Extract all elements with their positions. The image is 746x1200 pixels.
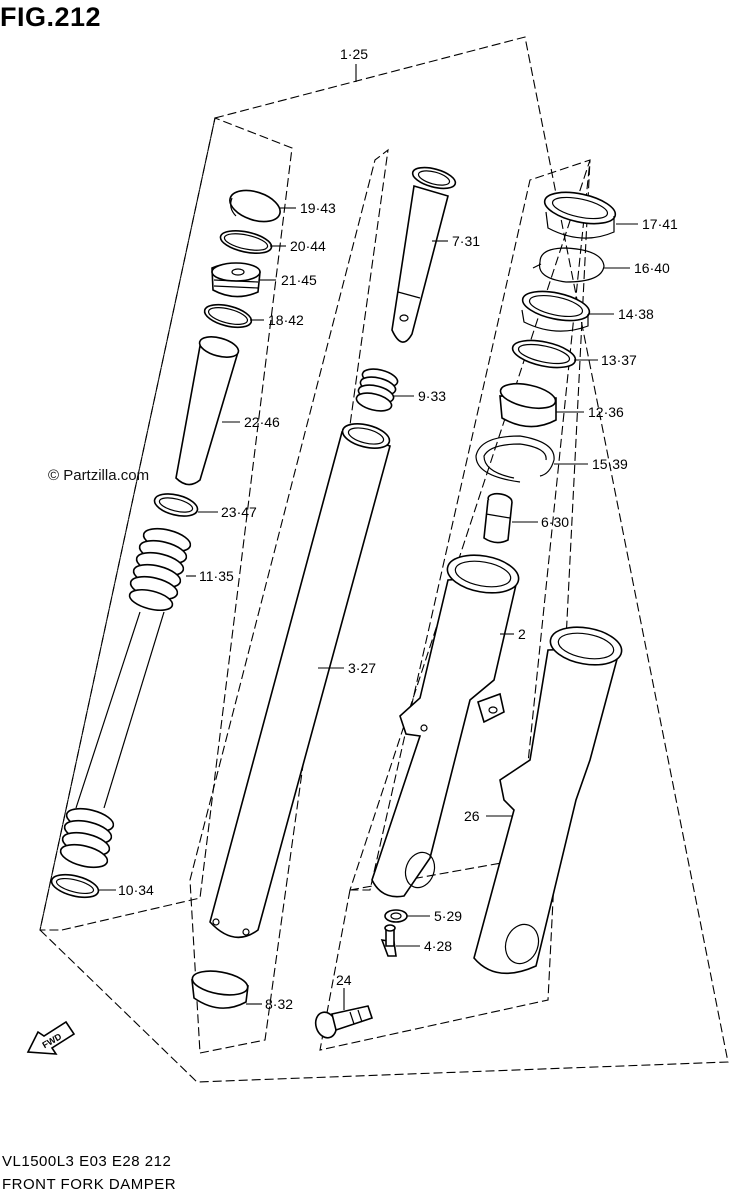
- callout-8: 8·32: [265, 996, 293, 1012]
- callout-22: 22·46: [244, 414, 280, 430]
- callout-12: 12·36: [588, 404, 624, 420]
- assembly-outline-damper: [189, 148, 389, 1054]
- part-10-ring[interactable]: [49, 870, 100, 901]
- diagram-title: FRONT FORK DAMPER: [2, 1176, 177, 1193]
- watermark: © Partzilla.com: [48, 467, 150, 484]
- part-22-spacer[interactable]: [175, 333, 241, 486]
- figure-title: FIG.212: [0, 2, 102, 32]
- part-3-inner-tube[interactable]: [209, 420, 392, 939]
- part-9-spring[interactable]: [355, 366, 400, 414]
- part-2-outer-tube[interactable]: [371, 550, 522, 898]
- callout-13: 13·37: [601, 352, 637, 368]
- assembly-outline-left: [39, 117, 293, 931]
- callout-26: 26: [464, 808, 480, 824]
- part-20-ring[interactable]: [218, 227, 273, 257]
- callout-4: 4·28: [424, 938, 452, 954]
- part-16-circlip[interactable]: [532, 247, 605, 283]
- callout-24: 24: [336, 972, 352, 988]
- part-21-bolt[interactable]: [211, 262, 261, 298]
- part-4-bolt[interactable]: [380, 924, 397, 957]
- part-8-bushing[interactable]: [191, 967, 250, 1009]
- callout-7: 7·31: [452, 233, 480, 249]
- callout-2: 2: [518, 626, 526, 642]
- callout-5: 5·29: [434, 908, 462, 924]
- callout-3: 3·27: [348, 660, 376, 676]
- part-23-washer[interactable]: [152, 490, 200, 520]
- part-17-dust-seal[interactable]: [542, 187, 618, 239]
- part-6-piece[interactable]: [483, 492, 513, 544]
- callout-10: 10·34: [118, 882, 154, 898]
- part-14-oil-seal[interactable]: [520, 286, 592, 332]
- part-26-outer-tube[interactable]: [473, 622, 625, 975]
- callout-6: 6·30: [541, 514, 569, 530]
- callout-14: 14·38: [618, 306, 654, 322]
- callout-18: 18·42: [268, 312, 304, 328]
- part-12-bushing[interactable]: [498, 379, 557, 428]
- part-19-cap[interactable]: [226, 185, 284, 228]
- part-11-spring[interactable]: [58, 524, 192, 871]
- fwd-arrow-icon: FWD: [26, 1020, 76, 1055]
- callout-16: 16·40: [634, 260, 670, 276]
- callout-23: 23·47: [221, 504, 257, 520]
- part-13-washer[interactable]: [510, 336, 578, 373]
- part-15-circlip[interactable]: [475, 435, 555, 483]
- assembly-outline-right: [349, 159, 591, 891]
- part-5-washer[interactable]: [384, 909, 408, 923]
- callout-19: 19·43: [300, 200, 336, 216]
- model-code: VL1500L3 E03 E28 212: [2, 1153, 172, 1170]
- assembly-outline-bottom: [319, 159, 591, 1051]
- callout-15: 15·39: [592, 456, 628, 472]
- part-24-bolt[interactable]: [312, 1005, 374, 1040]
- callout-21: 21·45: [281, 272, 317, 288]
- callout-1: 1·25: [340, 46, 368, 62]
- part-18-oring[interactable]: [202, 300, 253, 331]
- callout-17: 17·41: [642, 216, 678, 232]
- callout-11: 11·35: [199, 568, 234, 584]
- callout-20: 20·44: [290, 238, 326, 254]
- callout-9: 9·33: [418, 388, 446, 404]
- part-7-rod[interactable]: [391, 164, 458, 343]
